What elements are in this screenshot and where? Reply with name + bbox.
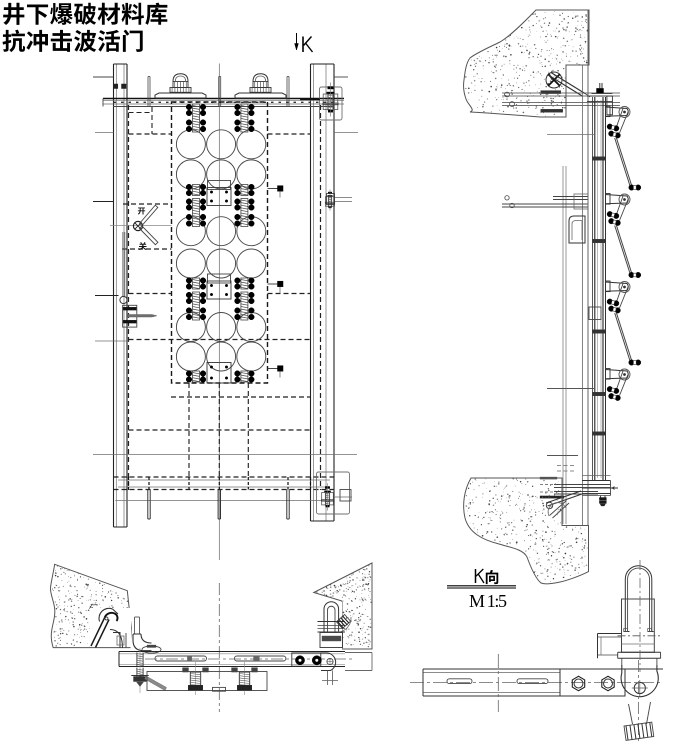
svg-text:M 1:5: M 1:5: [469, 591, 507, 611]
